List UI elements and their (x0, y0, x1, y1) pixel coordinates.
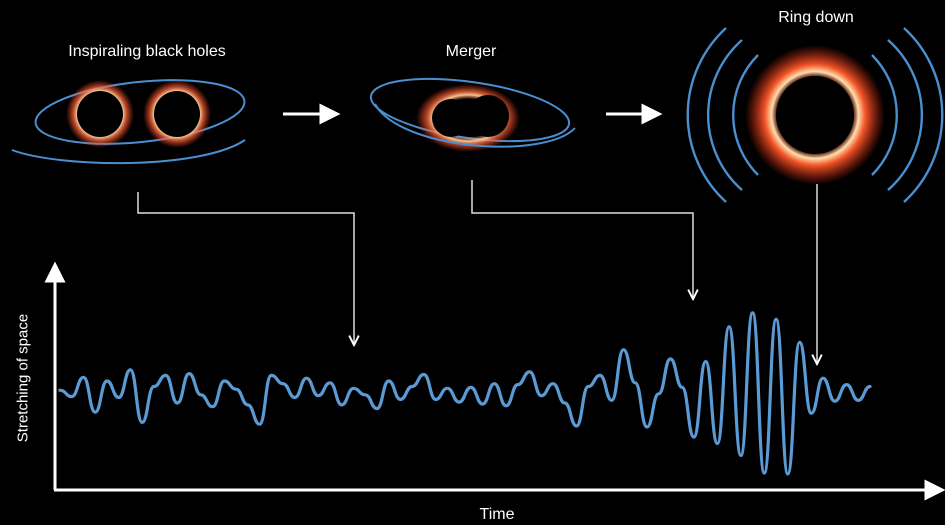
merger-hole-b (467, 95, 509, 137)
gravitational-waveform-line (58, 311, 872, 476)
stage-label-ringdown: Ring down (778, 9, 854, 26)
wave-arc-left-2 (707, 39, 743, 191)
wave-arc-right-1 (871, 54, 898, 176)
orbit-back (34, 79, 246, 145)
wave-arc-left-1 (732, 54, 759, 176)
x-axis-label: Time (479, 506, 515, 523)
stage-label-merger: Merger (445, 43, 497, 60)
wave-arc-right-2 (887, 39, 923, 191)
y-axis-label: Stretching of space (14, 313, 32, 443)
wave-arc-left-3 (686, 27, 727, 203)
wave-arc-right-3 (903, 27, 944, 203)
stage-label-inspiral: Inspiraling black holes (68, 43, 226, 60)
black-hole-right (154, 91, 200, 137)
ringdown-hole (776, 76, 854, 154)
orbit-front (11, 139, 246, 165)
ringdown-illustration (686, 27, 944, 203)
inspiral-illustration (11, 79, 246, 165)
merger-hole-a (432, 99, 470, 137)
black-hole-left (77, 91, 123, 137)
merger-orbit-front (374, 103, 576, 148)
merger-illustration (369, 77, 576, 152)
pointer-inspiral (137, 192, 354, 344)
pointer-merger (471, 180, 693, 298)
